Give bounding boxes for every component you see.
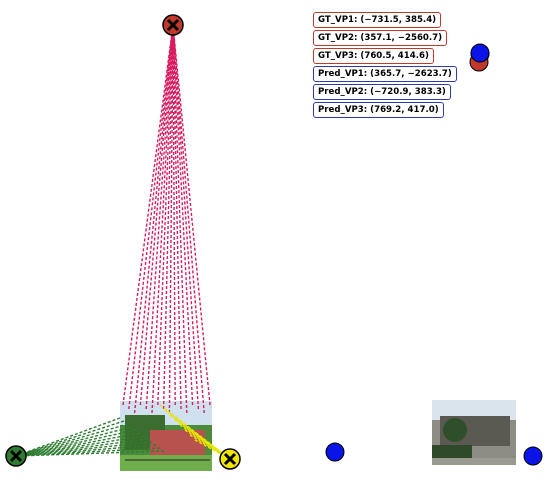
right-vp-lines (159, 404, 231, 460)
guide-line (172, 24, 176, 406)
guide-line (172, 24, 182, 410)
legend: GT_VP1: (−731.5, 385.4) GT_VP2: (357.1, … (313, 12, 458, 120)
guide-line (15, 438, 149, 457)
legend-pred-vp2: Pred_VP2: (−720.9, 383.3) (313, 84, 451, 100)
legend-gt-vp2: GT_VP2: (357.1, −2560.7) (313, 30, 448, 46)
pred-vp1-marker-overlay (470, 43, 490, 63)
guide-line (172, 24, 194, 406)
legend-pred-vp3: Pred_VP3: (769.2, 417.0) (313, 102, 444, 118)
guide-line (122, 24, 174, 406)
guide-line (15, 432, 141, 457)
guide-line (139, 24, 174, 406)
x-cross-icon (219, 448, 241, 470)
guide-line (194, 439, 231, 460)
thumbnail-photo (432, 400, 516, 465)
guide-line (162, 24, 174, 410)
guide-line (15, 441, 153, 457)
left-vp-lines (15, 417, 165, 457)
guide-line (15, 420, 125, 457)
guide-line (145, 24, 174, 410)
guide-line (184, 429, 231, 460)
guide-line (151, 24, 174, 414)
guide-line (157, 24, 174, 406)
pred-vp3-marker (523, 446, 543, 466)
legend-gt-vp1: GT_VP1: (−731.5, 385.4) (313, 12, 442, 28)
guide-line (128, 24, 174, 410)
guide-line (133, 24, 174, 414)
guide-line (189, 434, 231, 460)
legend-gt-vp3: GT_VP3: (760.5, 414.6) (313, 48, 434, 64)
x-cross-icon (162, 14, 184, 36)
pred-vp2-marker (325, 442, 345, 462)
guide-line (172, 24, 211, 406)
guide-line (15, 447, 161, 457)
guide-line (172, 24, 200, 410)
vertical-vp-lines (122, 24, 211, 414)
legend-pred-vp1: Pred_VP1: (365.7, −2623.7) (313, 66, 457, 82)
x-cross-icon (5, 445, 27, 467)
